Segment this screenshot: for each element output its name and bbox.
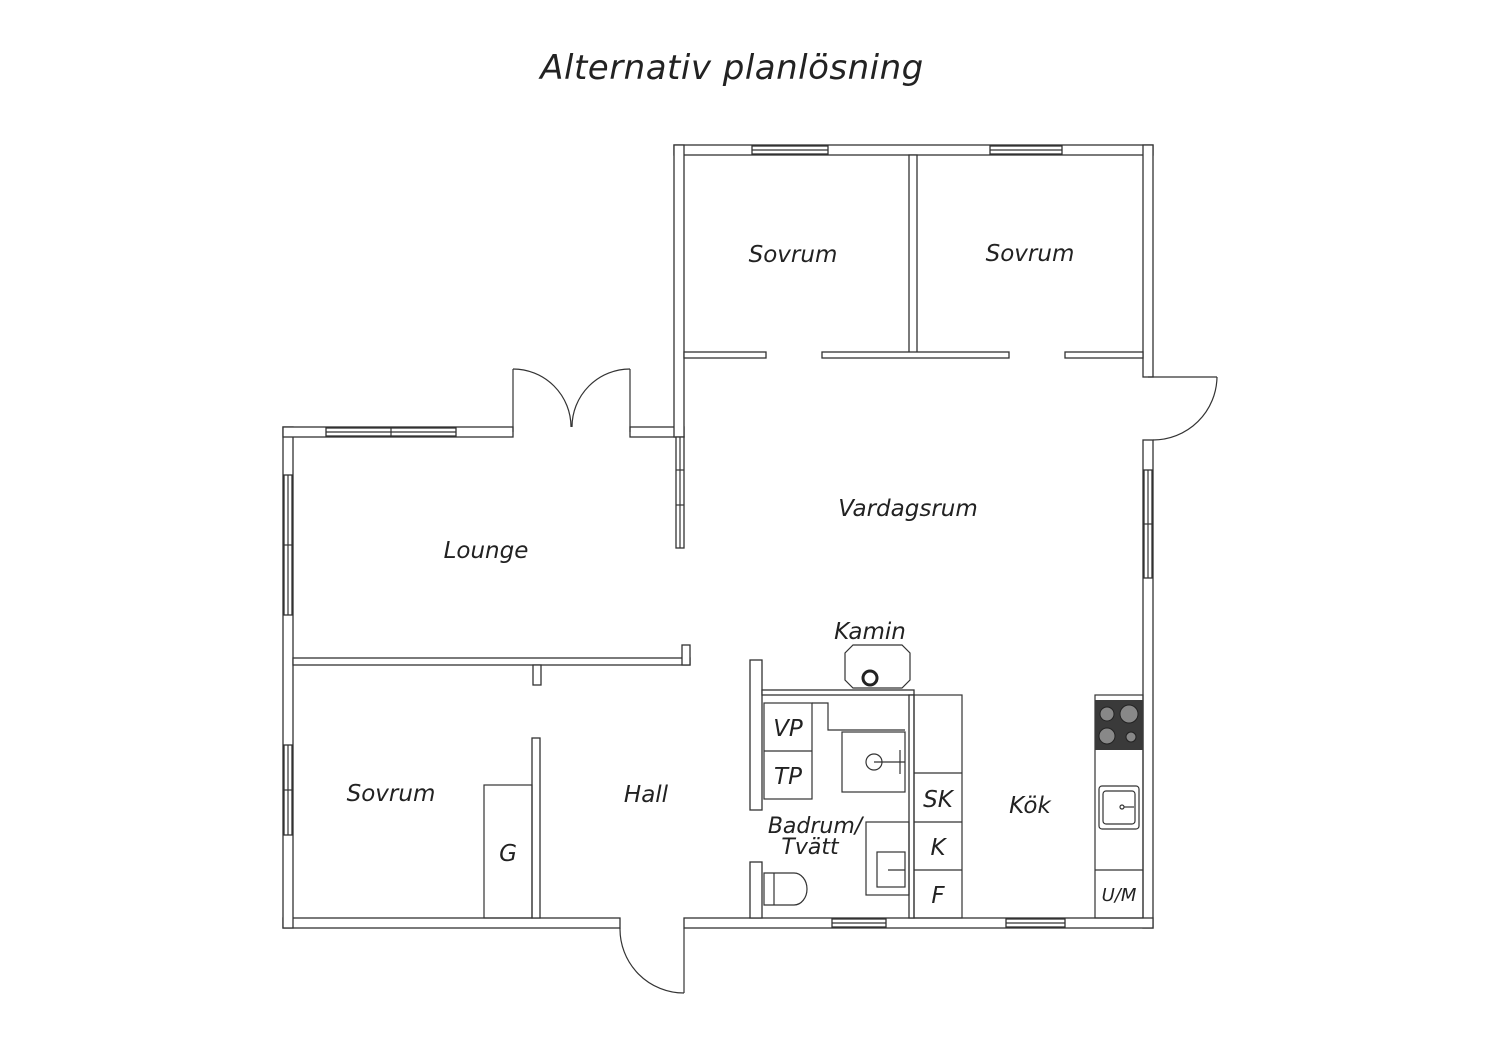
walls xyxy=(282,144,1154,929)
wall xyxy=(282,917,621,929)
wall xyxy=(673,144,1154,156)
room-label-tvatt: Tvätt xyxy=(781,835,840,860)
room-label-kamin: Kamin xyxy=(834,619,906,645)
room-label-vardagsrum: Vardagsrum xyxy=(838,496,978,522)
plan-title: Alternativ planlösning xyxy=(540,48,924,88)
wall xyxy=(681,644,691,666)
wall xyxy=(908,154,918,354)
room-label-sovrum: Sovrum xyxy=(347,781,436,807)
fixture-label-um: U/M xyxy=(1102,885,1137,906)
wall xyxy=(761,689,915,696)
fixture-label-k: K xyxy=(930,835,947,861)
sink-icon xyxy=(1098,785,1140,830)
wall xyxy=(673,144,685,438)
door-swing xyxy=(512,368,572,428)
fixtures xyxy=(483,644,1144,919)
fireplace-icon xyxy=(844,644,911,689)
room-label-sovrum: Sovrum xyxy=(986,241,1075,267)
room-label-kok: Kök xyxy=(1009,793,1052,819)
door-swing xyxy=(571,368,631,428)
room-label-sovrum: Sovrum xyxy=(749,242,838,268)
wall xyxy=(531,737,541,919)
wall xyxy=(749,861,763,919)
wall xyxy=(532,664,542,686)
room-label-lounge: Lounge xyxy=(444,538,529,564)
wall xyxy=(749,659,763,811)
fixture-label-f: F xyxy=(931,883,945,909)
fixture-label-vp: VP xyxy=(773,716,803,742)
fixture-label-sk: SK xyxy=(923,787,955,813)
labels: Sovrum Sovrum Vardagsrum Lounge Kamin So… xyxy=(347,241,1137,909)
room-label-badrum: Badrum/ xyxy=(768,814,865,839)
wall xyxy=(1064,351,1144,359)
room-label-hall: Hall xyxy=(624,782,669,808)
wall xyxy=(1142,144,1154,378)
toilet-icon xyxy=(763,872,808,906)
windows xyxy=(283,145,1153,928)
wall xyxy=(908,694,915,919)
closet-label: G xyxy=(499,841,517,867)
wall xyxy=(821,351,1010,359)
closet xyxy=(483,784,533,919)
wall xyxy=(683,917,1154,929)
door-swing xyxy=(1152,376,1218,441)
door-swing xyxy=(619,927,685,994)
wall xyxy=(683,351,767,359)
fixture-label-tp: TP xyxy=(774,764,802,790)
wall xyxy=(292,657,691,666)
doors xyxy=(512,368,1218,994)
